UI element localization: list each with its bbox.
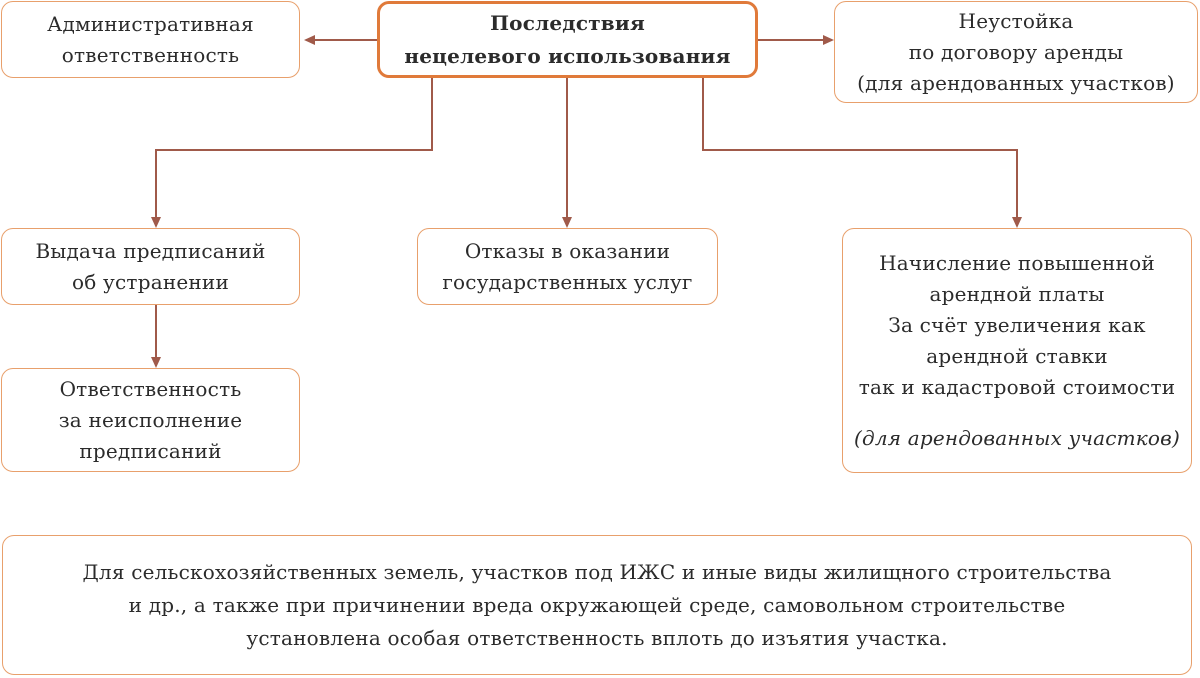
refusals-line-2: государственных услуг bbox=[442, 269, 693, 294]
penalty-box: Неустойка по договору аренды (для арендо… bbox=[834, 1, 1198, 103]
main-line-1: Последствия bbox=[490, 10, 645, 35]
footer-line-1: Для сельскохозяйственных земель, участко… bbox=[82, 559, 1112, 584]
orders-line-2: об устранении bbox=[72, 269, 229, 294]
rent-line-5: так и кадастровой стоимости bbox=[858, 374, 1176, 399]
main-consequences-box: Последствия нецелевого использования bbox=[377, 1, 758, 78]
footer-line-3: установлена особая ответственность вплот… bbox=[246, 625, 948, 650]
rent-line-1: Начисление повышенной bbox=[879, 250, 1155, 275]
liability-line-3: предписаний bbox=[79, 438, 222, 463]
rent-note: (для арендованных участков) bbox=[853, 425, 1181, 450]
refusals-line-1: Отказы в оказании bbox=[464, 238, 671, 263]
orders-box: Выдача предписаний об устранении bbox=[1, 228, 300, 305]
liability-line-1: Ответственность bbox=[59, 376, 242, 401]
arrow-to-orders bbox=[151, 78, 433, 228]
penalty-line-2: по договору аренды bbox=[908, 39, 1124, 64]
main-line-2: нецелевого использования bbox=[404, 43, 731, 68]
rent-increase-box: Начисление повышенной арендной платы За … bbox=[842, 228, 1192, 473]
rent-line-3: За счёт увеличения как bbox=[888, 312, 1146, 337]
admin-liability-box: Административная ответственность bbox=[1, 1, 300, 78]
penalty-line-3: (для арендованных участков) bbox=[857, 70, 1175, 95]
footer-line-2: и др., а также при причинении вреда окру… bbox=[128, 592, 1066, 617]
rent-line-2: арендной платы bbox=[929, 281, 1105, 306]
admin-line-1: Административная bbox=[47, 11, 254, 36]
penalty-line-1: Неустойка bbox=[958, 8, 1074, 33]
orders-line-1: Выдача предписаний bbox=[35, 238, 266, 263]
liability-box: Ответственность за неисполнение предписа… bbox=[1, 368, 300, 472]
arrow-to-rent bbox=[702, 78, 1022, 228]
liability-line-2: за неисполнение bbox=[58, 407, 243, 432]
rent-line-4: арендной ставки bbox=[926, 343, 1108, 368]
admin-line-2: ответственность bbox=[61, 42, 240, 67]
refusals-box: Отказы в оказании государственных услуг bbox=[417, 228, 718, 305]
footer-note-box: Для сельскохозяйственных земель, участко… bbox=[2, 535, 1192, 675]
